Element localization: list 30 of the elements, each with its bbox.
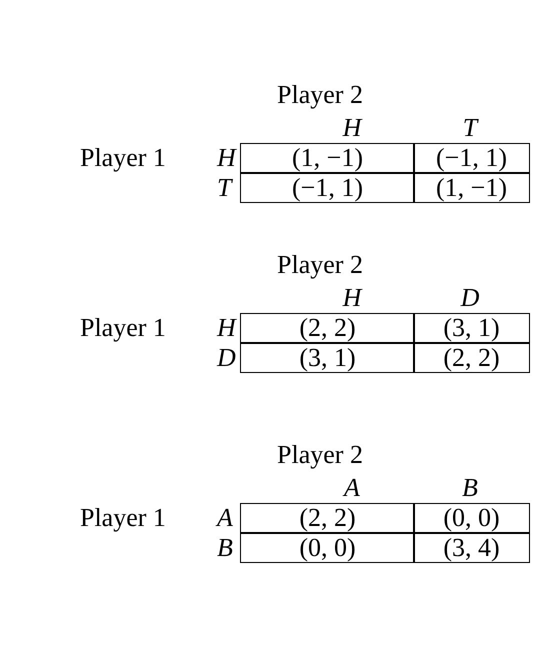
payoff-cell: (0, 0) — [413, 503, 530, 533]
player-label: Player 1 — [80, 503, 166, 533]
payoff-cell: (2, 2) — [413, 343, 530, 373]
strategy-label: A — [217, 503, 233, 533]
strategy-label: B — [217, 533, 233, 563]
player-label: Player 2 — [277, 250, 363, 280]
strategy-label: D — [217, 343, 236, 373]
payoff-cell: (−1, 1) — [240, 173, 415, 203]
player-label: Player 1 — [80, 143, 166, 173]
strategy-label: T — [217, 173, 232, 203]
strategy-label: B — [462, 473, 478, 503]
payoff-cell: (1, −1) — [413, 173, 530, 203]
payoff-cell: (1, −1) — [240, 143, 415, 173]
payoff-cell: (3, 4) — [413, 533, 530, 563]
strategy-label: D — [460, 283, 480, 313]
payoff-cell: (0, 0) — [240, 533, 415, 563]
payoff-cell: (3, 1) — [240, 343, 415, 373]
player-label: Player 2 — [277, 440, 363, 470]
player-label: Player 2 — [277, 80, 363, 110]
player-label: Player 1 — [80, 313, 166, 343]
strategy-label: H — [342, 283, 362, 313]
strategy-label: H — [217, 143, 236, 173]
strategy-label: H — [217, 313, 236, 343]
payoff-cell: (3, 1) — [413, 313, 530, 343]
strategy-label: T — [462, 113, 478, 143]
strategy-label: H — [342, 113, 362, 143]
payoff-cell: (2, 2) — [240, 503, 415, 533]
strategy-label: A — [344, 473, 360, 503]
payoff-cell: (−1, 1) — [413, 143, 530, 173]
payoff-cell: (2, 2) — [240, 313, 415, 343]
